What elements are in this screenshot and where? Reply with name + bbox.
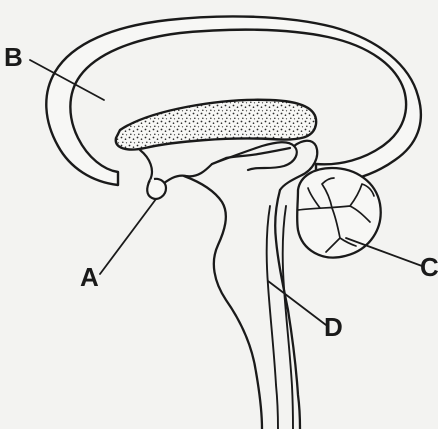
pointer-line-a	[100, 199, 156, 274]
brainstem-left-contour	[184, 176, 262, 429]
brainstem-right-contour	[275, 190, 300, 429]
label-a: A	[80, 262, 99, 292]
cerebral-aqueduct	[212, 142, 297, 170]
central-canal-right	[283, 206, 293, 429]
label-d: D	[324, 312, 343, 342]
pointer-line-d	[268, 281, 326, 325]
label-b: B	[4, 42, 23, 72]
pituitary-gland	[147, 179, 166, 199]
cerebellum-outline	[297, 168, 381, 258]
label-c: C	[420, 252, 438, 282]
